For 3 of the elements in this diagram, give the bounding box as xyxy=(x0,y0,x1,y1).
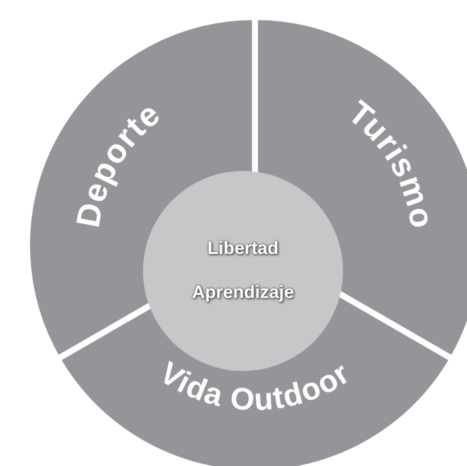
segment-label: Vida Outdoor xyxy=(154,354,356,418)
center-label: Libertad xyxy=(207,239,278,259)
center-label: Aprendizaje xyxy=(192,283,294,303)
